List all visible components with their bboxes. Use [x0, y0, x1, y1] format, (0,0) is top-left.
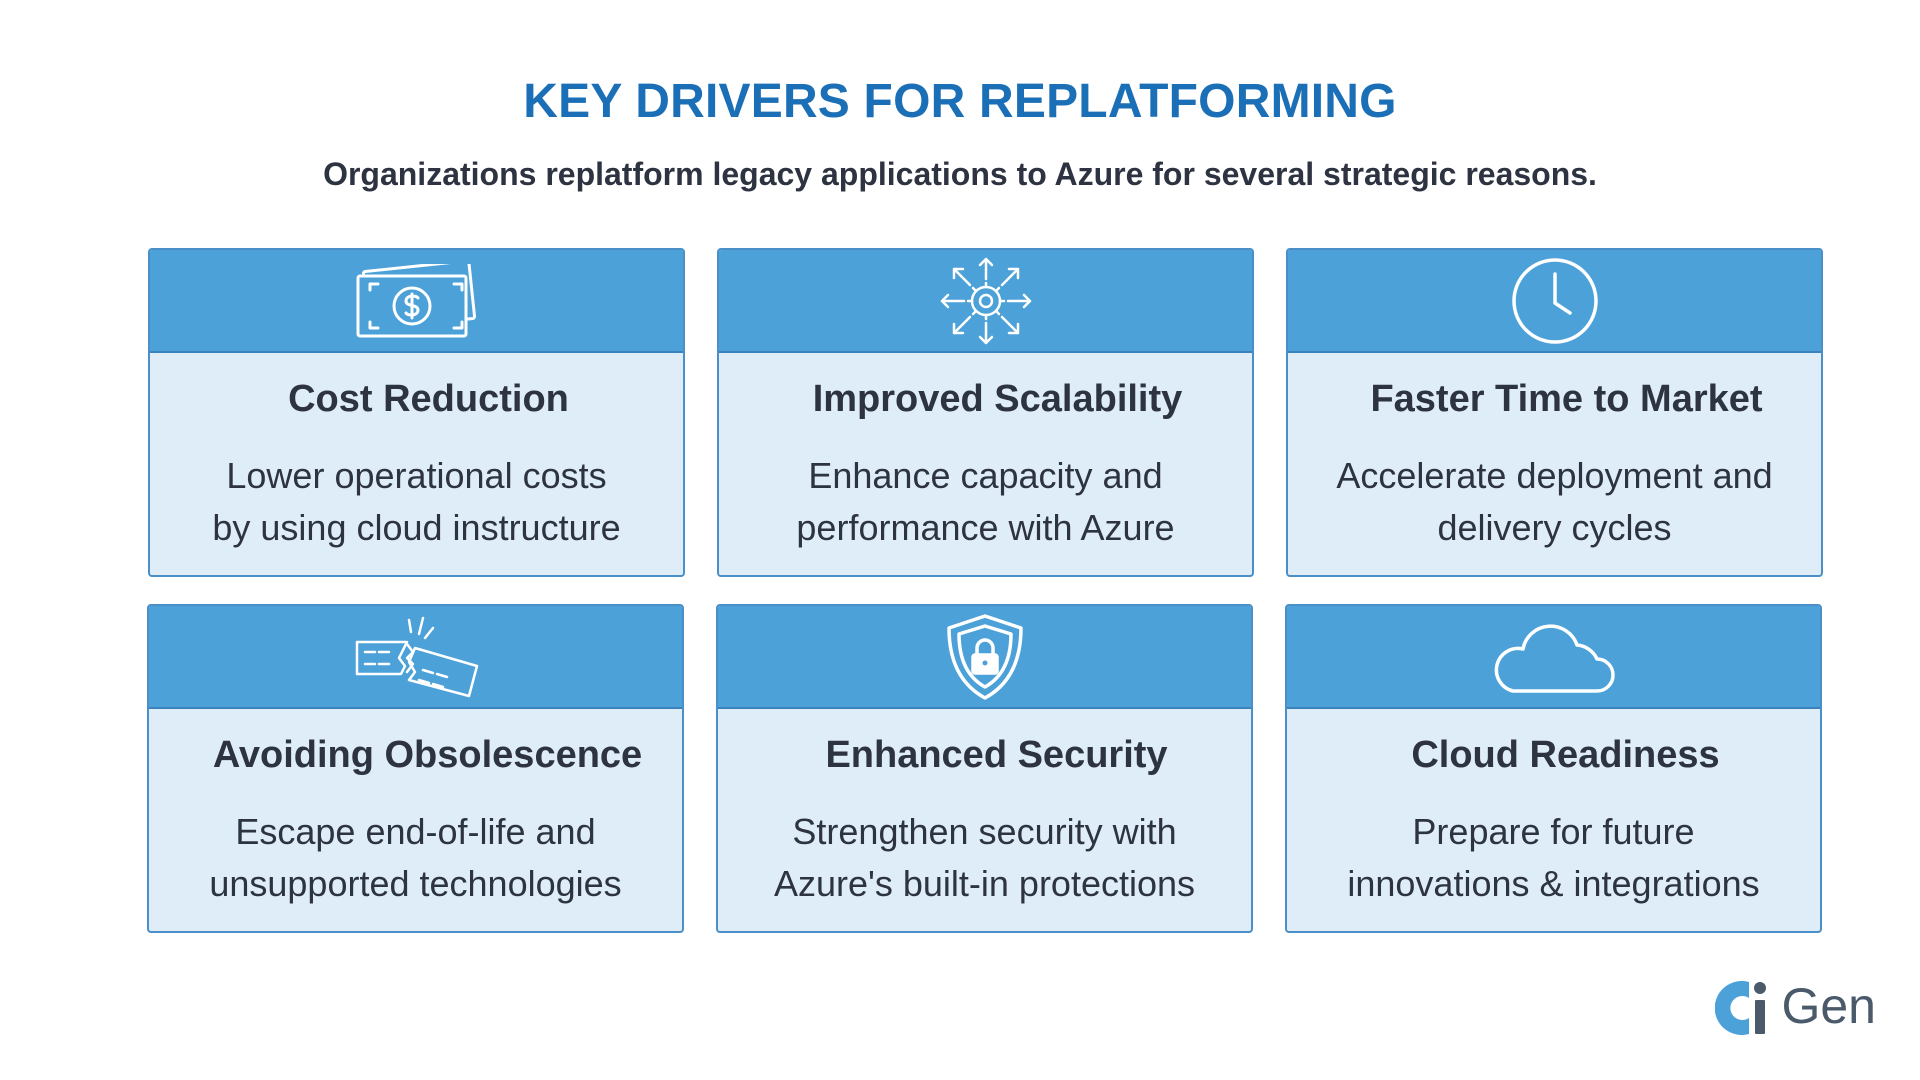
card-description-line: Strengthen security with — [792, 811, 1177, 852]
gear-arrows-icon — [940, 257, 1031, 344]
card-description-line: innovations & integrations — [1347, 863, 1760, 904]
card-title: Improved Scalability — [812, 378, 1183, 420]
card-description: Enhance capacity and performance with Az… — [719, 450, 1252, 554]
card-title: Avoiding Obsolescence — [212, 734, 643, 776]
card-title: Faster Time to Market — [1370, 378, 1763, 420]
card-header — [149, 606, 682, 709]
card-header — [718, 606, 1251, 709]
card-header — [1287, 606, 1820, 709]
card-improved-scalability: Improved Scalability Enhance capacity an… — [717, 248, 1254, 577]
broken-card-icon — [355, 616, 478, 697]
clock-icon — [1511, 257, 1598, 344]
card-description: Strengthen security with Azure's built-i… — [718, 806, 1251, 910]
card-header — [1288, 250, 1821, 353]
shield-lock-icon — [946, 613, 1023, 700]
card-description-line: performance with Azure — [796, 507, 1175, 548]
card-cloud-readiness: Cloud Readiness Prepare for future innov… — [1285, 604, 1822, 933]
card-title: Cost Reduction — [288, 378, 569, 420]
card-title: Cloud Readiness — [1411, 734, 1720, 776]
card-title: Enhanced Security — [825, 734, 1168, 776]
page-subtitle: Organizations replatform legacy applicat… — [323, 156, 1597, 192]
money-bill-icon — [356, 263, 476, 337]
card-description: Lower operational costs by using cloud i… — [150, 450, 683, 554]
cloud-icon — [1494, 623, 1615, 693]
card-description-line: Enhance capacity and — [808, 455, 1163, 496]
card-description-line: Azure's built-in protections — [773, 863, 1196, 904]
page-title: KEY DRIVERS FOR REPLATFORMING — [523, 75, 1397, 128]
card-description: Prepare for future innovations & integra… — [1287, 806, 1820, 910]
card-description-line: Escape end-of-life and — [235, 811, 596, 852]
card-description-line: delivery cycles — [1437, 507, 1672, 548]
card-avoiding-obsolescence: Avoiding Obsolescence Escape end-of-life… — [147, 604, 684, 933]
card-description-line: Lower operational costs — [226, 455, 607, 496]
card-description-line: Accelerate deployment and — [1336, 455, 1773, 496]
card-description-line: by using cloud instructure — [212, 507, 621, 548]
card-description-line: Prepare for future — [1412, 811, 1695, 852]
card-header — [150, 250, 683, 353]
brand-name: Gen — [1781, 978, 1876, 1034]
card-description-line: unsupported technologies — [209, 863, 622, 904]
brand-logo: Gen — [1715, 976, 1876, 1036]
card-description: Accelerate deployment and delivery cycle… — [1288, 450, 1821, 554]
card-header — [719, 250, 1252, 353]
card-faster-time-to-market: Faster Time to Market Accelerate deploym… — [1286, 248, 1823, 577]
card-description: Escape end-of-life and unsupported techn… — [149, 806, 682, 910]
card-enhanced-security: Enhanced Security Strengthen security wi… — [716, 604, 1253, 933]
gen-logo-icon — [1715, 981, 1767, 1035]
card-cost-reduction: Cost Reduction Lower operational costs b… — [148, 248, 685, 577]
